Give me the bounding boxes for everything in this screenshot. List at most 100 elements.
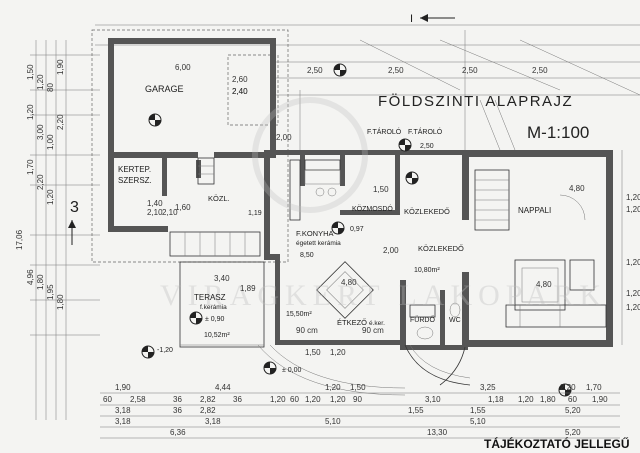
terrace-floor [179,261,265,348]
dimension-label: 1,20 [626,258,640,267]
room-kertep: KERTEP. [118,165,151,174]
dimension-label: 2,40 [232,87,248,96]
dimension-label: 80 [46,83,55,92]
dimension-label: 1,60 [175,203,191,212]
dimension-label: 1,70 [586,383,602,392]
dimension-label: 2,82 [200,406,216,415]
dimension-label: 90 cm [362,326,384,335]
dimension-label: 4,96 [26,269,35,285]
room-konyha-sub: égetett kerámia [296,240,341,247]
room-terasz-level: ± 0,90 [205,316,225,323]
section-mark-left: 3 [70,199,79,216]
plan-title: FÖLDSZINTI ALAPRAJZ [378,92,573,110]
plan-scale: M-1:100 [527,123,589,142]
dimension-label: 4,80 [341,278,357,287]
dimension-label: 1,20 [46,189,55,205]
room-konyha-area: 8,50 [300,252,314,259]
dimension-label: 2,20 [560,383,576,392]
section-arrow [68,14,455,245]
dimension-label: 3,10 [425,395,441,404]
dimension-label: 60 [103,395,112,404]
disclaimer: TÁJÉKOZTATÓ JELLEGŰ [484,436,630,451]
left-dimension-lines [30,40,100,420]
dimension-label: 3,18 [115,406,131,415]
room-terasz: TERASZ [194,293,226,302]
room-kozlekedo-2: KÖZLEKEDŐ [418,244,464,253]
dimension-label: 1,20 [518,395,534,404]
room-szersz: SZERSZ. [118,176,152,185]
dimension-label: 1,20 [36,74,45,90]
dimension-label: 1,50 [26,64,35,80]
dimension-label: 1,20 [626,193,640,202]
watermark-logo [252,97,368,213]
dimension-label: 1,95 [46,284,55,300]
room-kozl-area: 1,19 [248,210,262,217]
dimension-label: 2,50 [307,66,323,75]
dimension-label: 4,80 [569,184,585,193]
dimension-label: 1,50 [350,383,366,392]
dimension-label: 1,20 [330,348,346,357]
dimension-label: 1,20 [270,395,286,404]
dimension-label: 1,90 [56,59,65,75]
dims-misc: 1,402,102,002,401,503,401,894,802,004,80… [147,87,585,357]
dimension-label: 6,36 [170,428,186,437]
dimension-label: 60 [290,395,299,404]
dimension-label: 4,80 [536,280,552,289]
section-mark: I [410,13,413,25]
dimension-label: 2,20 [56,114,65,130]
front-steps [257,344,471,396]
dimension-label: 1,90 [115,383,131,392]
room-wc: WC [449,317,461,324]
dimension-label: 2,20 [36,174,45,190]
dimension-label: 1,90 [592,395,608,404]
dimension-label: 1,20 [330,395,346,404]
level-097: 0,97 [350,226,364,233]
garage-stair [197,157,215,185]
dimension-label: 1,20 [626,303,640,312]
dimension-label: 1,20 [626,205,640,214]
dims-right: 1,20 1,20 1,20 1,20 1,20 [626,193,640,312]
room-ftarolo-1: F.TÁROLÓ [367,127,402,136]
room-konyha: F.KONYHA [296,229,334,238]
dimension-label: 2,10 [147,208,163,217]
dimension-label: 5,20 [565,428,581,437]
bath-fixtures [409,302,461,340]
room-terasz-area: 10,52m² [204,332,230,339]
room-etkezo-sub: é.ker. [369,320,385,327]
room-kozl: KÖZL. [208,194,230,203]
dimension-label: 2,82 [200,395,216,404]
dimension-label: 36 [173,406,182,415]
dimension-label: 1,20 [26,104,35,120]
dimension-label: 1,70 [26,159,35,175]
room-kozlekedo-1: KÖZLEKEDŐ [404,207,450,216]
dimension-label: 1,40 [147,199,163,208]
room-etkezo: ÉTKEZŐ [337,318,367,327]
dimension-label: 1,20 [325,383,341,392]
dimension-label: 36 [173,395,182,404]
dining-table [316,261,374,319]
dimension-label: 3,40 [214,274,230,283]
dimension-label: 1,20 [305,395,321,404]
dimension-label: 36 [233,395,242,404]
dimension-label: 2,10 [162,208,178,217]
dimension-label: 90 cm [296,326,318,335]
dimension-label: 17,06 [15,229,24,250]
room-terasz-sub: f.kerámia [200,304,227,311]
dimension-label: 1,89 [240,284,256,293]
dimension-label: 1,80 [36,274,45,290]
dimension-label: 3,18 [115,417,131,426]
dimension-label: 6,00 [175,63,191,72]
dimension-label: 1,20 [626,289,640,298]
dimension-label: 13,30 [427,428,448,437]
dimension-label: 3,25 [480,383,496,392]
level-250: 2,50 [420,143,434,150]
bottom-dimension-lines [100,392,620,439]
level-markers [141,63,572,397]
room-furdo: FÜRDŐ [410,315,435,324]
